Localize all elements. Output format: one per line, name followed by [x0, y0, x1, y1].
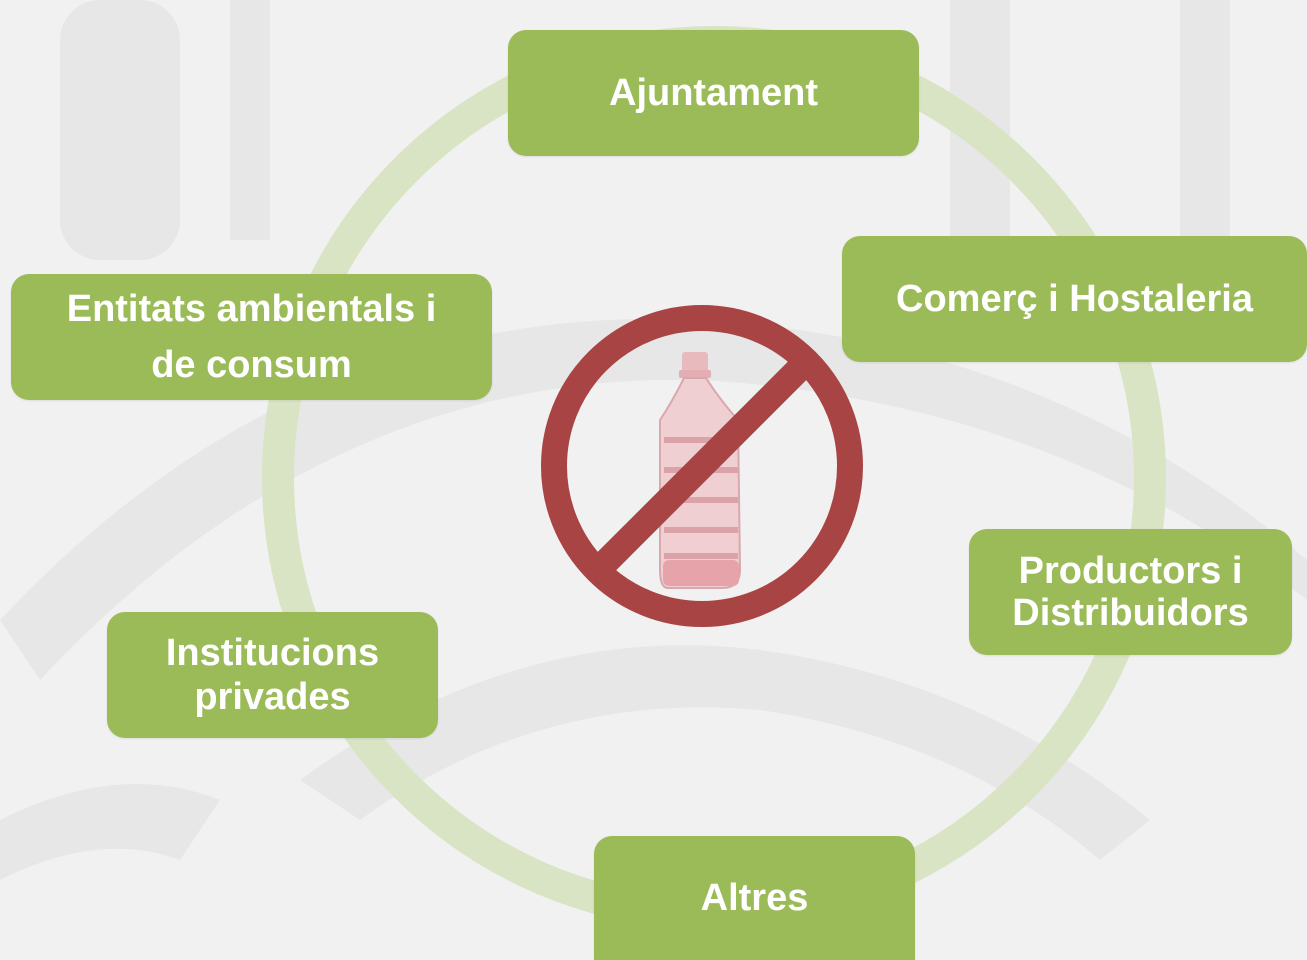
no-plastic-bottle-icon — [541, 305, 863, 627]
node-institucions-label-line-2: privades — [194, 676, 351, 718]
node-institucions-privades: Institucions privades — [107, 612, 438, 738]
node-altres-label: Altres — [700, 877, 809, 919]
node-entitats-ambientals-consum: Entitats ambientals i de consum — [11, 274, 492, 400]
node-ajuntament-label: Ajuntament — [609, 72, 818, 114]
node-comerc-hostaleria-label: Comerç i Hostaleria — [896, 278, 1253, 320]
node-altres: Altres — [594, 836, 915, 960]
node-ajuntament: Ajuntament — [508, 30, 919, 156]
node-productors-label-line-1: Productors i — [1018, 550, 1243, 592]
node-entitats-label-line-2: de consum — [151, 344, 352, 386]
node-productors-distribuidors: Productors i Distribuidors — [969, 529, 1292, 655]
node-comerc-hostaleria: Comerç i Hostaleria — [842, 236, 1307, 362]
node-institucions-label-line-1: Institucions — [165, 632, 380, 674]
node-entitats-label-line-1: Entitats ambientals i — [66, 288, 437, 330]
node-productors-label-line-2: Distribuidors — [1012, 592, 1249, 634]
